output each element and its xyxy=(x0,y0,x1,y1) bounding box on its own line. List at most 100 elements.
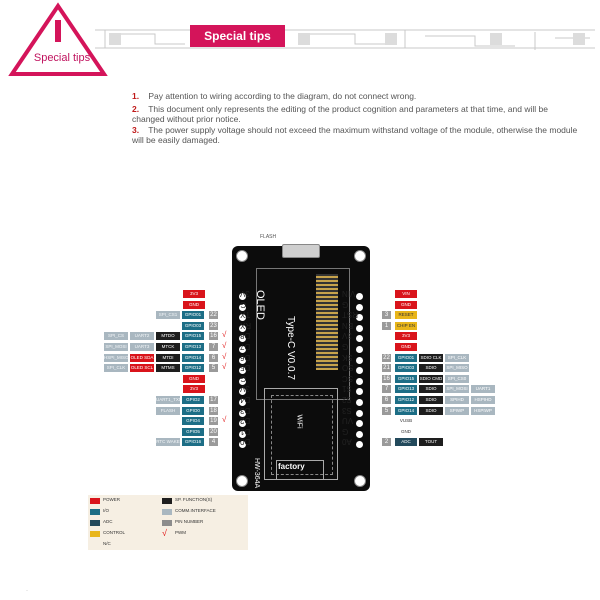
legend-label: N/C xyxy=(103,541,111,546)
legend-label: I/O xyxy=(103,508,110,513)
pin-label: SPI_CS0 xyxy=(445,374,469,383)
pin-number: 7 xyxy=(209,343,218,351)
legend-swatch xyxy=(162,509,172,515)
pin-number: 22 xyxy=(382,353,391,362)
right-pin-name: G xyxy=(342,342,349,351)
pin-number: 22 xyxy=(209,311,218,320)
oled-connector xyxy=(316,274,338,370)
pin-label: GPIO15 xyxy=(182,332,204,341)
special-tips-banner: Special tips xyxy=(190,25,285,47)
left-pin-name: D2 xyxy=(240,416,251,426)
left-pin-name: D4 xyxy=(240,395,251,404)
warning-triangle-icon xyxy=(8,2,108,76)
pin-label: VIN xyxy=(395,290,417,298)
pin-pad xyxy=(356,399,363,406)
pin-label: GND xyxy=(183,300,205,309)
pwm-icon: √ xyxy=(222,415,227,425)
legend-label: SP. FUNCTION(S) xyxy=(175,497,213,502)
pin-label: VUSB xyxy=(399,418,413,424)
pin-label: SPI_CS xyxy=(104,332,128,341)
pin-pad xyxy=(239,346,246,353)
left-pin-name: RX xyxy=(240,320,252,330)
pin-number: 1 xyxy=(382,321,391,330)
pin-label: GPIO15 xyxy=(395,374,417,383)
pin-label: TOUT xyxy=(419,438,443,447)
pin-pad xyxy=(239,367,246,375)
left-pin-name: TX xyxy=(240,310,251,320)
pin-number: 20 xyxy=(209,427,218,436)
pwm-icon: √ xyxy=(222,341,227,350)
pin-number: 5 xyxy=(382,406,391,415)
pin-label: GPIO2 xyxy=(182,396,204,404)
pin-number: 6 xyxy=(382,396,391,404)
pin-pad xyxy=(239,293,246,300)
pin-label: UART1 xyxy=(471,385,495,394)
pin-label: ADC xyxy=(395,438,417,447)
pin-pad xyxy=(356,324,363,332)
pin-label: SDIO DATA0 xyxy=(419,364,443,378)
pin-label: SPI_CLK xyxy=(445,353,469,362)
pin-pad xyxy=(356,293,363,300)
pin-pad xyxy=(356,367,363,375)
note-3: 3. The power supply voltage should not e… xyxy=(132,125,578,145)
legend-swatch xyxy=(90,520,100,526)
right-pin-name: VIN xyxy=(342,289,356,298)
pin-label: SPI_CS1 xyxy=(156,311,180,320)
pin-label: SDIO CMD xyxy=(419,374,443,383)
legend-label: PWM xyxy=(175,530,186,535)
pin-label: HSPIWP xyxy=(471,406,495,415)
pin-label: 3V3 xyxy=(183,290,205,298)
pin-label: SDIO CLK xyxy=(419,353,443,362)
pin-label: MTCK xyxy=(156,343,180,351)
pin-label: GND xyxy=(395,300,417,309)
right-pin-name: S1 xyxy=(342,384,352,394)
antenna-icon xyxy=(276,460,324,480)
left-pin-name: D0 xyxy=(240,437,251,447)
pin-label: CHIP EN xyxy=(395,321,417,330)
footer-mark: · xyxy=(26,588,28,594)
left-pin-name: D6 xyxy=(240,352,251,362)
pin-label: GND xyxy=(401,428,411,434)
pin-number: 4 xyxy=(209,438,218,447)
pin-pad xyxy=(239,303,246,311)
pin-label: UART1_TXD xyxy=(156,396,183,404)
right-pin-name: RST xyxy=(342,310,358,320)
pin-pad xyxy=(239,388,246,396)
pin-label: FLASH xyxy=(156,406,180,415)
left-pin-name: G xyxy=(240,299,247,309)
pin-label: SPI_CLK xyxy=(104,364,128,373)
pin-pad xyxy=(239,377,246,385)
legend-label: CONTROL xyxy=(103,530,126,535)
legend-swatch xyxy=(90,509,100,515)
pin-number: 6 xyxy=(209,353,218,362)
oled-label: OLED xyxy=(254,290,266,320)
pin-label: SDIO DATA2 xyxy=(419,396,443,410)
wifi-shield xyxy=(271,395,333,475)
pin-label: OLED SCL xyxy=(130,364,154,373)
pin-pad xyxy=(356,356,363,364)
pin-label: GPIO5 xyxy=(182,427,204,436)
right-pin-name: A0 xyxy=(342,437,352,447)
pin-label: SPI_MISO xyxy=(445,364,469,373)
left-pin-name: D5 xyxy=(240,363,251,373)
pwm-icon: √ xyxy=(222,351,227,361)
pin-label: GPIO4 xyxy=(182,417,204,426)
pin-label: GPIO03 xyxy=(182,321,204,330)
pin-number: 18 xyxy=(209,406,218,415)
pin-pad xyxy=(356,377,363,385)
mount-hole xyxy=(354,250,366,262)
legend-swatch xyxy=(90,531,100,537)
right-pin-name: S2 xyxy=(342,395,352,404)
pin-label: GPIO14 xyxy=(395,406,417,415)
pin-pad xyxy=(239,399,246,406)
left-pin-name: D8 xyxy=(240,331,251,341)
pin-pad xyxy=(239,324,246,332)
right-pin-name: S3 xyxy=(342,405,352,415)
legend-label: PIN NUMBER xyxy=(175,519,204,524)
right-pin-name: EN xyxy=(342,320,354,330)
pin-label: GPIO13 xyxy=(395,385,417,394)
right-pin-name: SK xyxy=(342,352,353,362)
pin-label: SDIO DATA1 xyxy=(419,385,443,399)
oled-screen-outline xyxy=(256,268,350,400)
pin-pad xyxy=(239,441,246,449)
